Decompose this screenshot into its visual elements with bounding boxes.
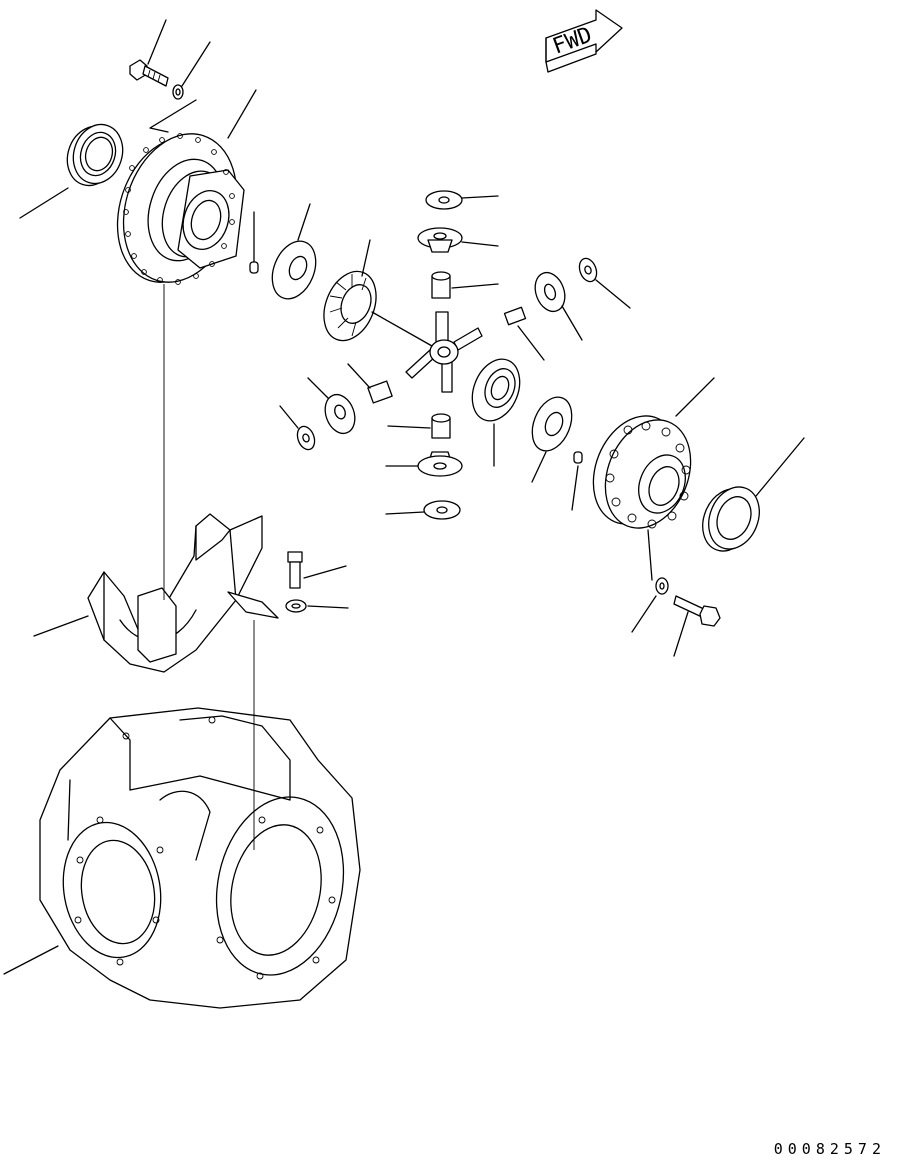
pinion-gear-bottom — [385, 451, 463, 477]
differential-case-right — [592, 377, 715, 581]
side-gear-right — [471, 358, 521, 467]
pinion-gear-left — [307, 377, 356, 435]
bolt-top-left — [129, 59, 169, 87]
bushing-right — [503, 306, 545, 361]
bolt-bottom-right — [673, 595, 721, 657]
washer-middle — [285, 599, 349, 613]
bushing-top — [431, 271, 499, 299]
washer-top-left — [172, 84, 184, 100]
differential-spider — [405, 311, 483, 393]
pinion-washer-bottom — [385, 500, 461, 520]
pinion-gear-right — [534, 271, 583, 341]
fwd-arrow: FWD — [545, 9, 623, 73]
leader-lines — [3, 19, 433, 975]
bearing-ring-right — [702, 437, 805, 552]
mounting-bracket — [87, 513, 279, 673]
bushing-left — [347, 363, 393, 404]
drawing-code: 00082572 — [773, 1140, 886, 1158]
bushing-bottom — [387, 413, 451, 439]
side-gear-left — [323, 270, 377, 342]
fwd-label: FWD — [550, 23, 596, 60]
pinion-gear-top — [417, 227, 499, 253]
pinion-washer-top — [425, 190, 499, 210]
pinion-washer-left — [279, 405, 316, 451]
axle-housing — [39, 707, 361, 1009]
bolt-middle — [287, 551, 347, 589]
thrust-washer-left — [271, 240, 317, 300]
bearing-ring-left — [66, 123, 124, 187]
pin-right — [571, 451, 583, 511]
thrust-washer-right — [531, 396, 573, 483]
pin-left — [249, 261, 259, 274]
carrier-housing-left — [116, 133, 245, 285]
pinion-washer-right — [578, 257, 631, 309]
washer-bottom-right — [631, 577, 669, 633]
